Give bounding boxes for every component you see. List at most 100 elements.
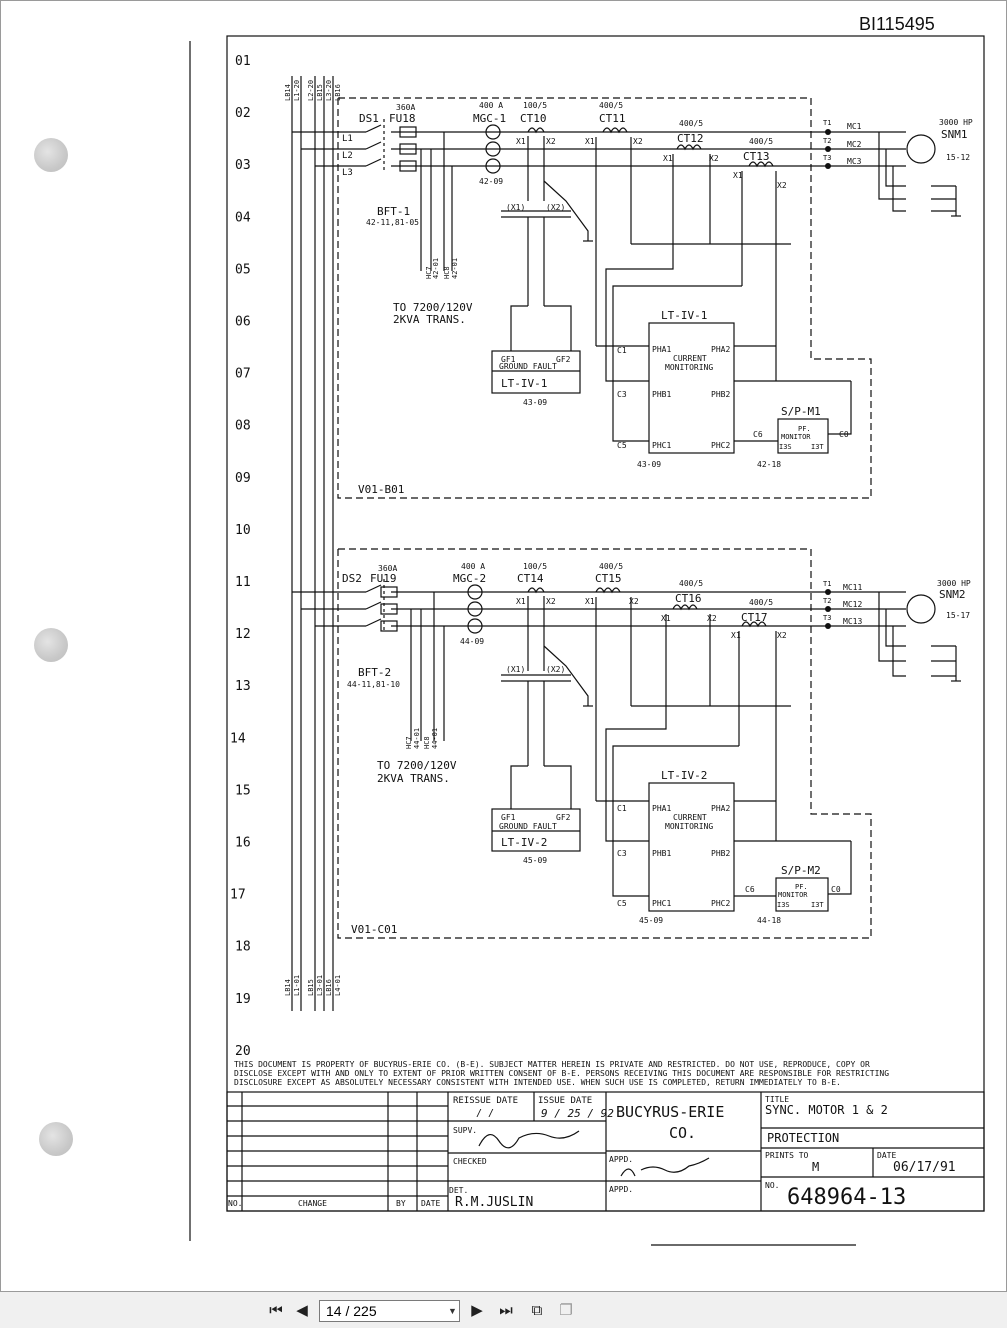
- bus-label: LB16: [325, 979, 333, 996]
- row-number: 04: [235, 210, 251, 225]
- cm-line-2: MONITORING: [665, 822, 713, 831]
- viewer-toolbar: ⏮ ◀ ▶ ⏭ ⧉ ❐: [0, 1292, 1007, 1328]
- c0: C0: [839, 430, 849, 439]
- i3s: I3S: [777, 901, 790, 909]
- approver-signature: [620, 1157, 710, 1177]
- gf1-label: GF1: [501, 813, 516, 822]
- binder-hole-top: [34, 138, 68, 172]
- notice-line: DISCLOSE EXCEPT WITH AND ONLY TO EXTENT …: [234, 1069, 889, 1078]
- terminal-x1: X1: [585, 597, 595, 606]
- no-label: NO.: [765, 1181, 779, 1190]
- pf-line-1: PF.: [798, 425, 811, 433]
- terminal-x2: X2: [629, 597, 639, 606]
- phc2: PHC2: [711, 899, 730, 908]
- phc1: PHC1: [652, 441, 671, 450]
- ct-ratio: 400/5: [679, 579, 703, 588]
- mc-label: MC12: [843, 600, 862, 609]
- row-number: 11: [235, 575, 251, 590]
- enclosure-label: V01-B01: [358, 483, 404, 496]
- ct-label: CT15: [595, 572, 622, 585]
- supervisor-signature: [478, 1130, 580, 1149]
- mgc-label: MGC-2: [453, 572, 486, 585]
- row-number: 10: [235, 523, 251, 538]
- continuous-view-icon[interactable]: ⧉: [531, 1301, 543, 1319]
- bus-label: L1-20: [293, 80, 301, 101]
- row-number: 15: [235, 783, 251, 798]
- sp-label: S/P-M1: [781, 405, 821, 418]
- terminal-x2: X2: [777, 181, 787, 190]
- c0: C0: [831, 885, 841, 894]
- company-line-1: BUCYRUS-ERIE: [616, 1103, 724, 1121]
- row-number: 19: [235, 992, 251, 1007]
- previous-page-icon[interactable]: ◀: [296, 1301, 308, 1319]
- single-page-view-icon[interactable]: ❐: [559, 1301, 573, 1319]
- cm-title: LT-IV-2: [661, 769, 707, 782]
- phc1: PHC1: [652, 899, 671, 908]
- i3s: I3S: [779, 443, 792, 451]
- phb1: PHB1: [652, 390, 671, 399]
- line-label: L1: [342, 134, 353, 144]
- terminal-x1p: (X1): [506, 203, 525, 212]
- pha2: PHA2: [711, 345, 730, 354]
- terminal-t: T3: [823, 154, 831, 162]
- ct-ratio: 400/5: [749, 137, 773, 146]
- col-no: NO.: [228, 1199, 242, 1208]
- col-change: CHANGE: [298, 1199, 327, 1208]
- terminal-x2p: (X2): [546, 203, 565, 212]
- cm-ref: 45-09: [639, 916, 663, 925]
- chevron-down-icon[interactable]: ▼: [448, 1306, 457, 1316]
- col-by: BY: [396, 1199, 406, 1208]
- line-label: L3: [342, 168, 353, 178]
- terminal-x2p: (X2): [546, 665, 565, 674]
- notice-line: DISCLOSURE EXCEPT AS ABSOLUTELY NECESSAR…: [234, 1078, 841, 1087]
- ct-label: CT11: [599, 112, 626, 125]
- row-number: 16: [235, 836, 251, 851]
- date-value: 06/17/91: [893, 1160, 956, 1175]
- gf1-label: GF1: [501, 355, 516, 364]
- bus-labels-bottom: LB14 L1-01 LB15 L3-01 LB16 L4-01: [284, 975, 342, 996]
- hc-label: HC8: [423, 736, 431, 749]
- mgc-rating: 400 A: [479, 101, 503, 110]
- appd-label-1: APPD.: [609, 1155, 633, 1164]
- binder-hole-middle: [34, 628, 68, 662]
- terminal-x2: X2: [546, 597, 556, 606]
- cm-title: LT-IV-1: [661, 309, 707, 322]
- supv-label: SUPV.: [453, 1126, 477, 1135]
- issue-date-value: 9 / 25 / 92: [541, 1107, 614, 1120]
- pf-line-1: PF.: [795, 883, 808, 891]
- prints-to-label: PRINTS TO: [765, 1151, 809, 1160]
- motor-ref: 15-12: [946, 153, 970, 162]
- page-number-select[interactable]: 14 / 225: [319, 1300, 460, 1322]
- motor-label: SNM1: [941, 128, 968, 141]
- ct-ratio: 100/5: [523, 562, 547, 571]
- last-page-icon[interactable]: ⏭: [499, 1301, 513, 1319]
- bus-label: L3-01: [316, 975, 324, 996]
- circuit-1-labels: 360A DS1 FU18 L1 L2 L3 400 A MGC-1 42-09…: [342, 101, 973, 496]
- terminal-t: T2: [823, 597, 831, 605]
- row-number: 14: [230, 731, 246, 746]
- phb2: PHB2: [711, 849, 730, 858]
- circuit-2-terminals: [825, 589, 831, 629]
- row-number: 03: [235, 158, 251, 173]
- row-number: 05: [235, 262, 251, 277]
- motor-hp: 3000 HP: [937, 579, 971, 588]
- hc-label: HC7: [405, 736, 413, 749]
- bus-label: LB14: [284, 979, 292, 996]
- trans-line-2: 2KVA TRANS.: [377, 772, 450, 785]
- mc-label: MC2: [847, 140, 862, 149]
- ct-ratio: 400/5: [599, 562, 623, 571]
- c5: C5: [617, 441, 627, 450]
- ground-fault-label: GROUND FAULT: [499, 362, 557, 371]
- circuit-1-lines: [292, 97, 961, 499]
- first-page-icon[interactable]: ⏮: [269, 1301, 283, 1319]
- mc-label: MC3: [847, 157, 862, 166]
- fuse-label: FU19: [370, 572, 397, 585]
- mgc-ref: 44-09: [460, 637, 484, 646]
- bft-label: BFT-1: [377, 205, 410, 218]
- pha1: PHA1: [652, 804, 671, 813]
- terminal-t: T3: [823, 614, 831, 622]
- cm-line-1: CURRENT: [673, 813, 707, 822]
- hc-label: 44-01: [413, 728, 421, 749]
- next-page-icon[interactable]: ▶: [471, 1301, 483, 1319]
- c3: C3: [617, 390, 627, 399]
